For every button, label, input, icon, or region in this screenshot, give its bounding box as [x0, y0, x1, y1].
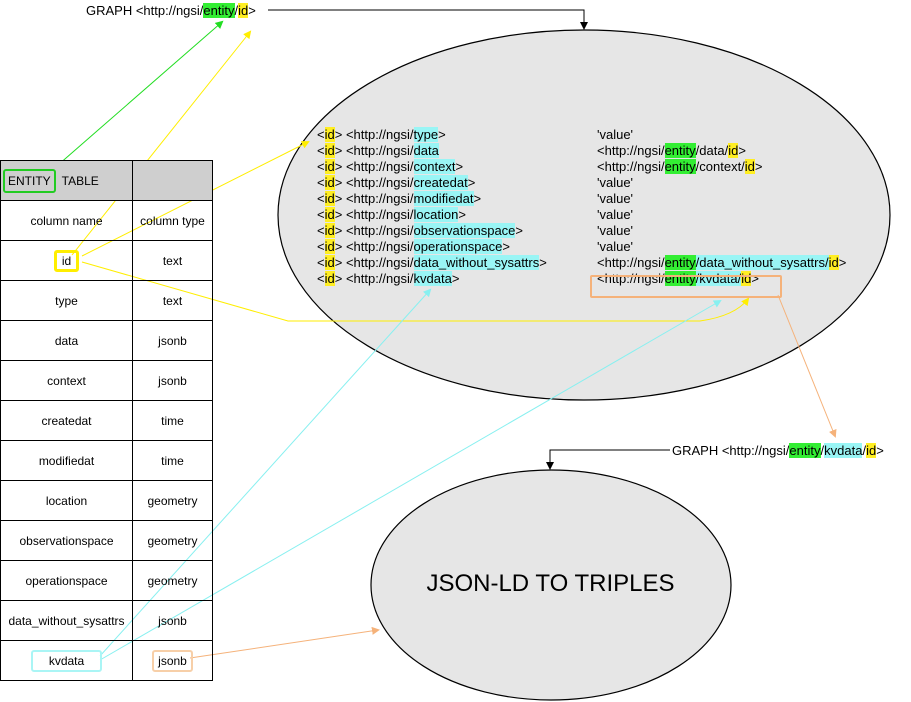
table-word: TABLE: [61, 173, 99, 188]
triple-row: <id> <http://ngsi/data <http://ngsi/enti…: [317, 143, 746, 158]
row-type-kvdata: jsonb: [132, 640, 213, 681]
row-name: location: [0, 480, 133, 521]
table-header-row: ENTITY TABLE: [0, 160, 213, 201]
triple-row: <id> <http://ngsi/observationspace> 'val…: [317, 223, 634, 238]
triple-row: <id> <http://ngsi/type> 'value': [317, 127, 634, 142]
kvdata-box: kvdata: [30, 649, 103, 672]
table-row: id text: [0, 240, 213, 281]
triple-row: <id> <http://ngsi/modifiedat> 'value': [317, 191, 634, 206]
row-type: jsonb: [132, 360, 213, 401]
row-type: jsonb: [132, 600, 213, 641]
triple-object: 'value': [597, 239, 634, 254]
graph-top-arrow: [268, 9, 588, 30]
entity-arrow: [49, 20, 224, 173]
triple-row: <id> <http://ngsi/data_without_sysattrs>…: [317, 255, 847, 270]
row-type: geometry: [132, 480, 213, 521]
row-name: context: [0, 360, 133, 401]
row-name: createdat: [0, 400, 133, 441]
row-type: text: [132, 280, 213, 321]
row-type: jsonb: [132, 320, 213, 361]
kvdata-object-highlight: [590, 275, 782, 298]
triple-object: <http://ngsi/entity/context/id>: [597, 159, 763, 174]
row-name-id: id: [0, 240, 133, 281]
triple-object: 'value': [597, 127, 634, 142]
entity-table: ENTITY TABLE column name column type id t…: [0, 160, 213, 681]
triple-row: <id> <http://ngsi/location> 'value': [317, 207, 634, 222]
row-name: observationspace: [0, 520, 133, 561]
triple-object: <http://ngsi/entity/data/id>: [597, 143, 746, 158]
graph-kvdata-label: GRAPH <http://ngsi/entity/kvdata/id>: [672, 443, 884, 458]
row-name: data: [0, 320, 133, 361]
row-name: operationspace: [0, 560, 133, 601]
table-header-empty: [132, 160, 213, 201]
row-name: modifiedat: [0, 440, 133, 481]
entity-box: ENTITY: [3, 168, 56, 193]
table-row: kvdata jsonb: [0, 640, 213, 681]
col-name-header: column name: [0, 200, 133, 241]
triples-block: <id> <http://ngsi/type> 'value' <id> <ht…: [317, 127, 847, 287]
row-type: geometry: [132, 520, 213, 561]
row-type: time: [132, 400, 213, 441]
jsonb-box: jsonb: [152, 649, 193, 672]
row-type: time: [132, 440, 213, 481]
row-name: type: [0, 280, 133, 321]
triple-object: <http://ngsi/entity/kvdata/id>: [597, 271, 759, 286]
triple-row: <id> <http://ngsi/context> <http://ngsi/…: [317, 159, 763, 174]
row-type: text: [132, 240, 213, 281]
id-box: id: [53, 249, 80, 272]
triple-object: 'value': [597, 223, 634, 238]
triple-object: 'value': [597, 207, 634, 222]
lower-ellipse-title: JSON-LD TO TRIPLES: [426, 570, 675, 597]
triple-object: <http://ngsi/entity/data_without_sysattr…: [597, 255, 847, 270]
triple-object: 'value': [597, 175, 634, 190]
row-name: data_without_sysattrs: [0, 600, 133, 641]
jsonb-arrow: [189, 626, 380, 659]
table-title-cell: ENTITY TABLE: [0, 160, 133, 201]
triple-row: <id> <http://ngsi/operationspace> 'value…: [317, 239, 634, 254]
col-type-header: column type: [132, 200, 213, 241]
triple-row: <id> <http://ngsi/kvdata> <http://ngsi/e…: [317, 271, 759, 286]
table-row: column name column type: [0, 200, 213, 241]
graph-top-label: GRAPH <http://ngsi/entity/id>: [86, 3, 256, 18]
triple-row: <id> <http://ngsi/createdat> 'value': [317, 175, 634, 190]
triple-object: 'value': [597, 191, 634, 206]
row-type: geometry: [132, 560, 213, 601]
graph-mid-arrow: [546, 449, 670, 470]
row-name-kvdata: kvdata: [0, 640, 133, 681]
kvdata-graph-arrow: [777, 294, 837, 438]
